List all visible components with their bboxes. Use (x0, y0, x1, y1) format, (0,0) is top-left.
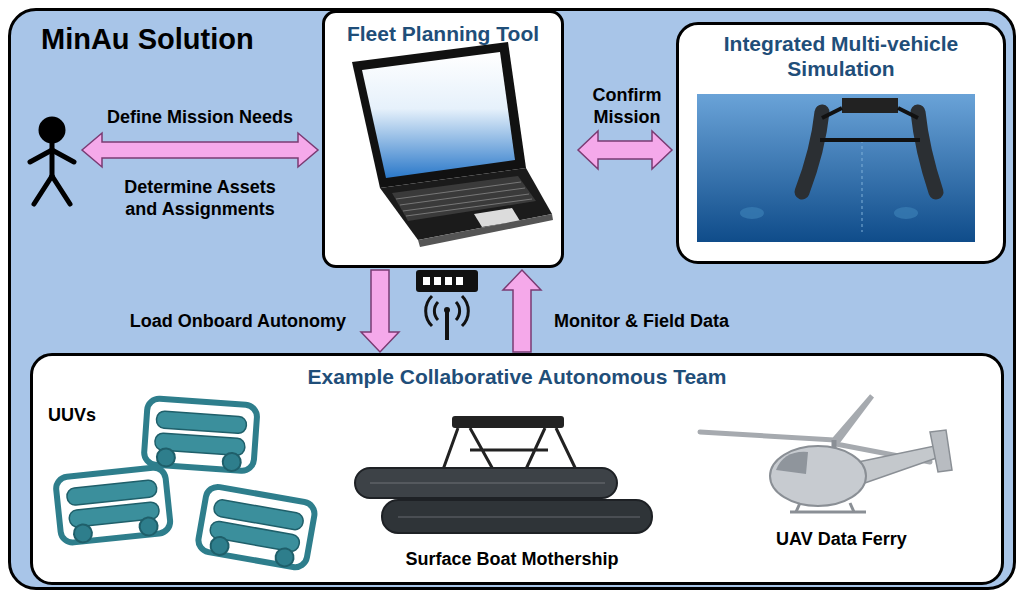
uuv-icon (55, 467, 171, 545)
tool-box: Fleet Planning Tool (322, 10, 564, 268)
simulation-box: Integrated Multi-vehicle Simulation (676, 22, 1006, 264)
box-heading: Fleet Planning Tool (325, 21, 561, 46)
router-icon (416, 270, 478, 340)
edge-label: Monitor & Field Data (554, 310, 814, 332)
solution-frame: MinAu Solution Fleet Planning Tool Integra… (8, 8, 1016, 590)
router-port (434, 277, 441, 285)
person-leg (52, 176, 70, 204)
boat-stripe (370, 482, 605, 484)
laptop-screen (362, 52, 515, 178)
sim-pontoon (802, 112, 822, 192)
vehicle-label: UUVs (48, 404, 128, 426)
boat-illustration (355, 416, 652, 533)
key-row (403, 194, 529, 211)
boat-canopy (452, 416, 564, 428)
laptop-keyboard (392, 176, 536, 221)
rotor-mast (832, 440, 837, 452)
tail-fin (930, 430, 952, 472)
router-port (423, 277, 430, 285)
boat-pontoon (382, 500, 652, 533)
person-arm (30, 150, 52, 162)
wifi-arc (462, 296, 468, 326)
uuv-icon (196, 485, 316, 570)
sim-tether (862, 140, 863, 232)
sim-pontoon (918, 112, 936, 192)
simulation-scene (697, 94, 975, 242)
user-double-arrow (82, 133, 318, 167)
block-arrow (503, 270, 541, 352)
boat-frame (440, 428, 580, 482)
router-port (456, 277, 463, 285)
tail-boom (858, 444, 948, 484)
person-arm (52, 150, 74, 162)
router-port (445, 277, 452, 285)
helicopter-window (776, 452, 808, 474)
uuv-icon (143, 398, 257, 473)
wifi-arc (456, 302, 460, 320)
helicopter-skid (790, 511, 866, 514)
sim-canopy (842, 98, 898, 113)
laptop-screen-frame (352, 42, 526, 188)
person-figure (30, 119, 74, 204)
wifi-antenna (445, 312, 449, 340)
wifi-dot (444, 307, 450, 313)
person-leg (34, 176, 52, 204)
block-arrow (361, 270, 399, 352)
laptop-base (380, 168, 552, 240)
box-heading: Example Collaborative Autonomous Team (33, 364, 1001, 389)
sim-frame (820, 108, 920, 140)
laptop-touchpad (474, 208, 520, 227)
key-row (406, 199, 532, 216)
keyboard-rows (396, 182, 532, 216)
edge-label: Load Onboard Autonomy (50, 310, 346, 332)
sim-uuv (894, 207, 918, 219)
wifi-arc (426, 296, 432, 326)
block-arrow (578, 131, 672, 169)
boat-pontoon (355, 468, 617, 498)
key-row (396, 182, 521, 199)
laptop-edge (418, 214, 553, 247)
arrow-label: Define Mission Needs (80, 106, 320, 128)
person-head (41, 119, 63, 141)
vehicle-label: Surface Boat Mothership (362, 548, 662, 570)
vehicle-label: UAV Data Ferry (776, 528, 976, 550)
arrow-label: Determine Assets and Assignments (115, 176, 285, 220)
helicopter-body (770, 446, 866, 506)
router-body (416, 270, 478, 292)
edge-label: Confirm Mission (580, 84, 674, 128)
helicopter-illustration (700, 396, 952, 512)
box-heading: Integrated Multi-vehicle Simulation (679, 31, 1003, 81)
sim-uuv (740, 207, 764, 219)
wifi-arc (434, 302, 438, 320)
key-row (400, 188, 525, 205)
rotor-blades (700, 396, 930, 462)
boat-stripe (398, 516, 640, 518)
laptop-illustration (352, 42, 553, 247)
frame-title: MinAu Solution (41, 23, 254, 56)
skid-strut (796, 503, 854, 512)
sim-water (697, 94, 975, 242)
person-body (50, 140, 55, 176)
